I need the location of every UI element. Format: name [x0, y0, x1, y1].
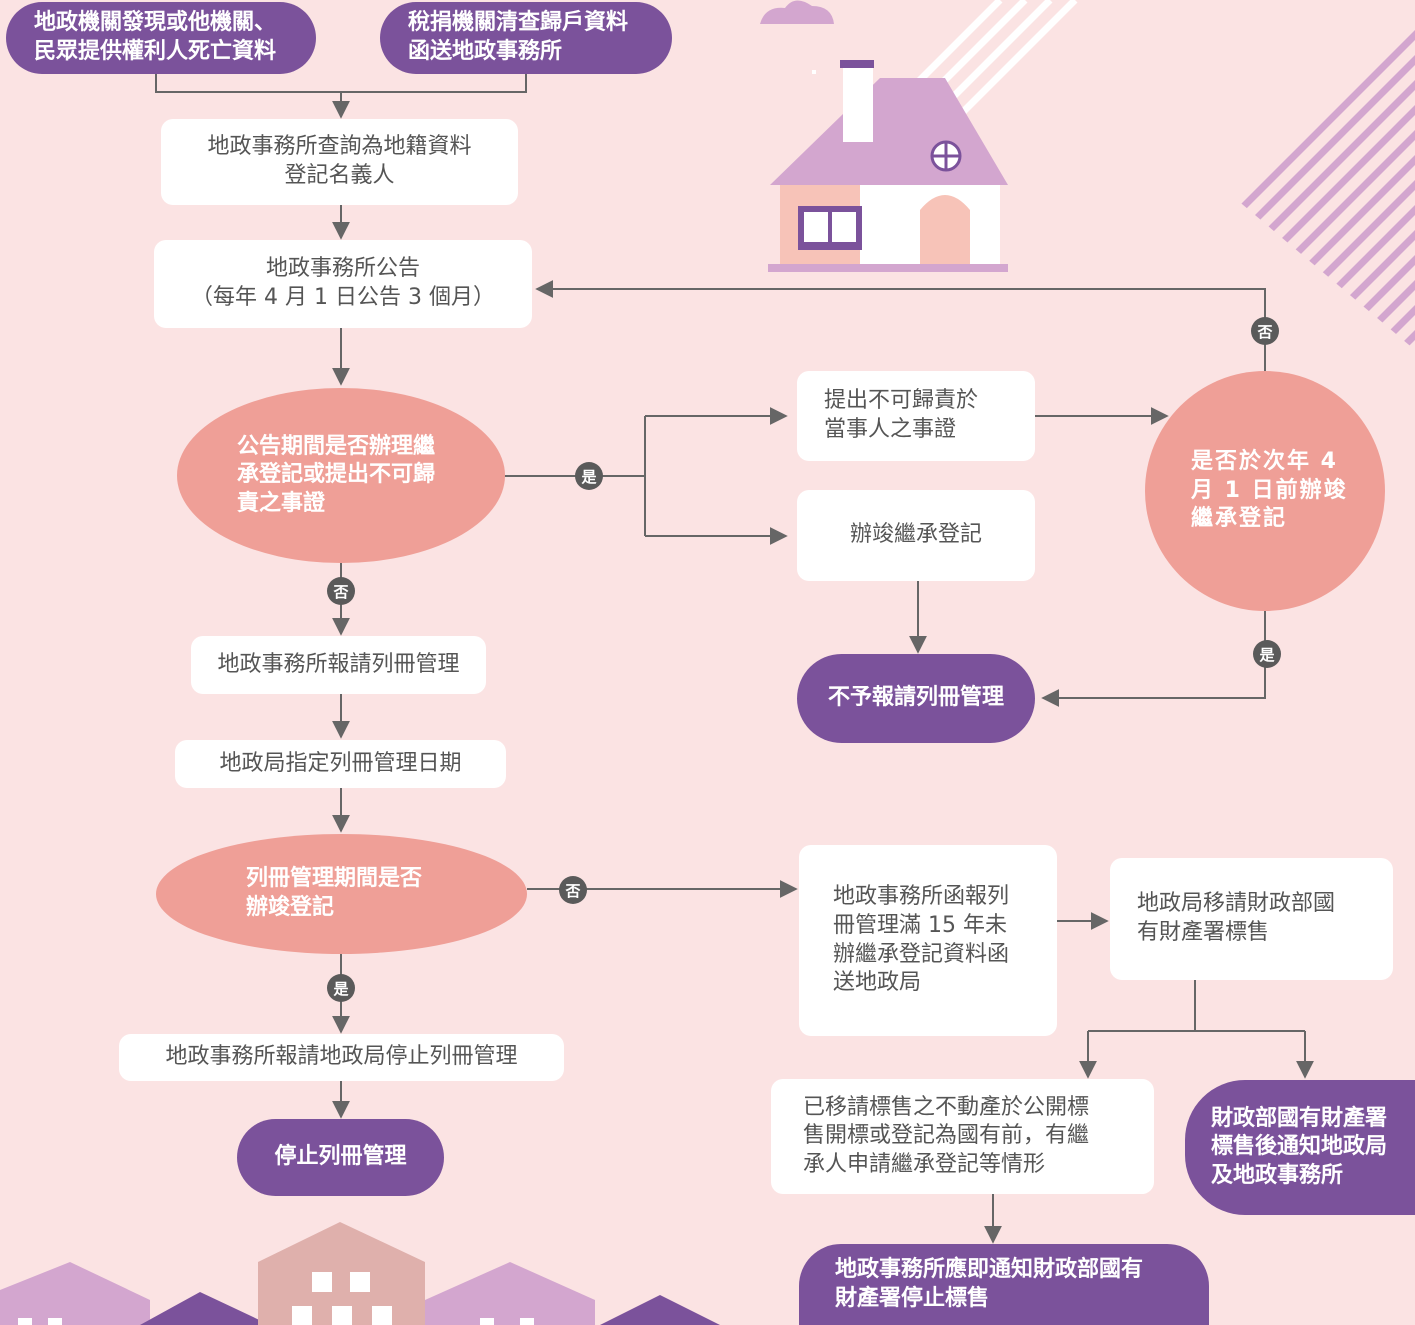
cloud-icon	[760, 0, 834, 25]
node-decision-announce: 公告期間是否辦理繼 承登記或提出不可歸 責之事證	[177, 388, 505, 563]
node-nafa-notify: 財政部國有財產署 標售後通知地政局 及地政事務所	[1185, 1080, 1415, 1215]
node-stop-list: 停止列冊管理	[237, 1119, 444, 1196]
node-complete-registration: 辦竣繼承登記	[797, 490, 1035, 581]
node-report-15-years: 地政事務所函報列 冊管理滿 15 年未 辦繼承登記資料函 送地政局	[799, 845, 1057, 1036]
badge-no: 否	[559, 876, 587, 904]
badge-no: 否	[327, 577, 355, 605]
house-illustration	[768, 60, 1008, 272]
arrow-circle-yes-to-no-report	[1041, 611, 1266, 707]
node-report-list: 地政事務所報請列冊管理	[191, 636, 486, 694]
badge-no: 否	[1251, 317, 1279, 345]
node-source-right: 稅捐機關清查歸戶資料 函送地政事務所	[380, 2, 672, 74]
node-decision-next-year: 是否於次年 4 月 1 日前辦竣 繼承登記	[1145, 371, 1385, 611]
connector-sources-merge	[155, 74, 527, 93]
node-report-stop: 地政事務所報請地政局停止列冊管理	[119, 1034, 564, 1081]
badge-yes: 是	[575, 462, 603, 490]
node-submit-evidence: 提出不可歸責於 當事人之事證	[797, 371, 1035, 461]
skyline-illustration	[0, 1222, 720, 1325]
badge-yes: 是	[1253, 640, 1281, 668]
node-query-owner: 地政事務所查詢為地籍資料 登記名義人	[161, 119, 518, 205]
node-bureau-date: 地政局指定列冊管理日期	[175, 740, 506, 788]
node-source-left: 地政機關發現或他機關、 民眾提供權利人死亡資料	[6, 2, 316, 74]
node-transferred-property: 已移請標售之不動產於公開標 售開標或登記為國有前，有繼 承人申請繼承登記等情形	[771, 1079, 1154, 1194]
arrow-circle-no-to-announce	[535, 280, 1266, 372]
node-bureau-transfer: 地政局移請財政部國 有財產署標售	[1110, 858, 1393, 980]
node-no-report: 不予報請列冊管理	[797, 654, 1035, 743]
badge-yes: 是	[327, 974, 355, 1002]
node-decision-list-period: 列冊管理期間是否 辦竣登記	[156, 834, 527, 954]
node-notify-stop-sale: 地政事務所應即通知財政部國有 財產署停止標售	[799, 1244, 1209, 1325]
node-announce: 地政事務所公告 （每年 4 月 1 日公告 3 個月）	[154, 240, 532, 328]
